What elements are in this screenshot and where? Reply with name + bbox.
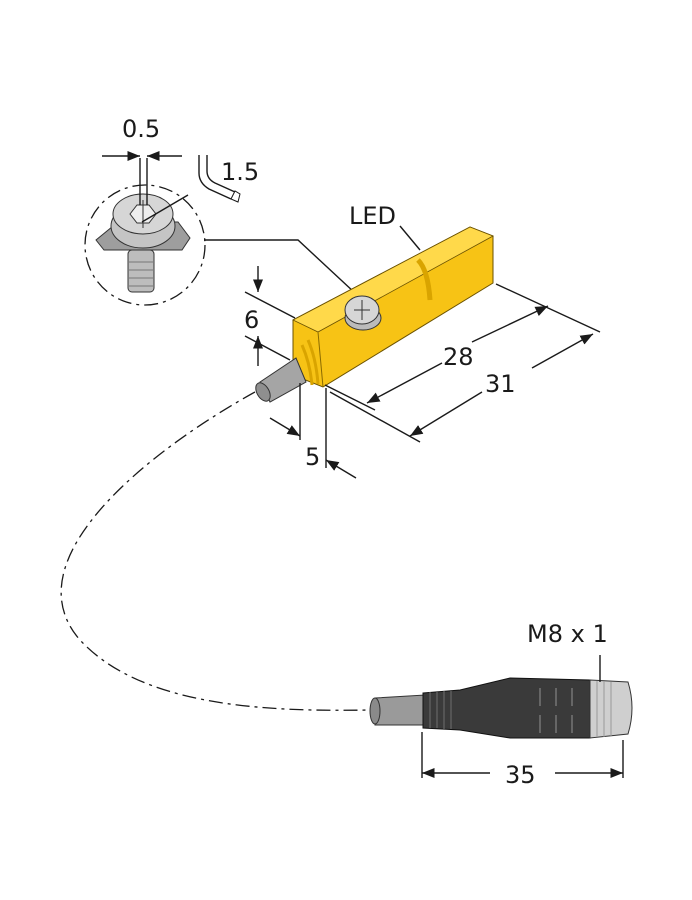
hex-key-icon	[198, 155, 236, 200]
sensor-screw-icon	[344, 295, 382, 331]
connector-length-label: 35	[505, 761, 536, 789]
length-total-label: 31	[485, 370, 516, 398]
cable-path	[60, 391, 369, 711]
connector-thread-label: M8 x 1	[527, 620, 608, 648]
length-inner-label: 28	[443, 343, 474, 371]
connector	[369, 677, 633, 739]
screw-slot-width-label: 0.5	[122, 115, 160, 143]
led-label: LED	[349, 202, 396, 230]
detail-circle	[84, 184, 206, 306]
sensor-body	[255, 226, 494, 403]
height-label: 6	[244, 306, 259, 334]
screw-icon	[95, 193, 191, 293]
front-offset-label: 5	[305, 443, 320, 471]
hex-key-size-label: 1.5	[221, 158, 259, 186]
screw-detail: 0.5 1.5	[84, 115, 259, 306]
